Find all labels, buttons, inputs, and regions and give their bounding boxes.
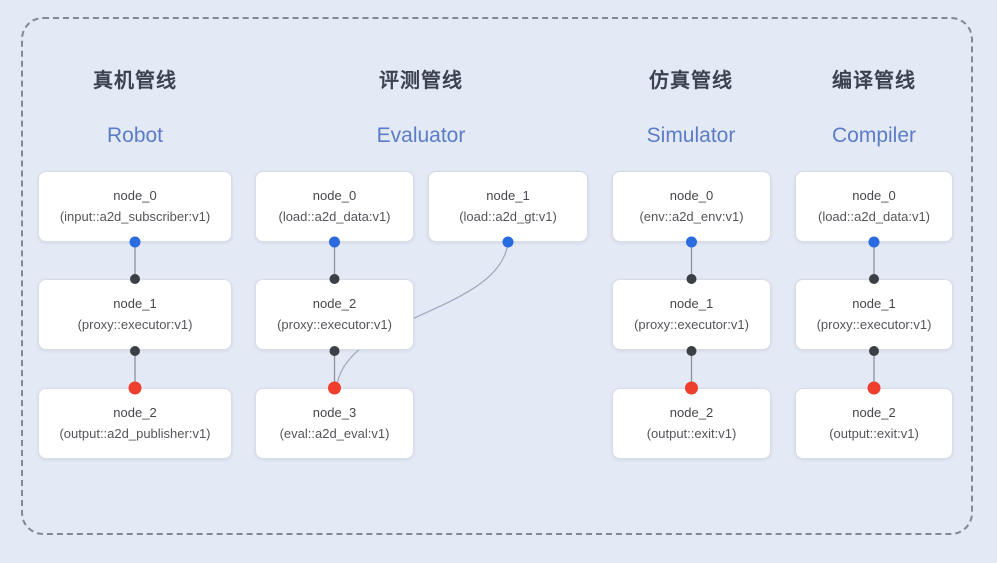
diagram-dashed-frame (21, 17, 973, 535)
node-type: (output::exit:v1) (646, 426, 737, 441)
node-card-robot-node2[interactable]: node_2 (output::a2d_publisher:v1) (38, 388, 232, 459)
node-type: (load::a2d_data:v1) (278, 209, 391, 224)
node-title: node_2 (312, 296, 357, 312)
node-title: node_3 (312, 405, 357, 421)
node-card-evaluator-node3[interactable]: node_3 (eval::a2d_eval:v1) (255, 388, 414, 459)
pipeline-title-zh-robot: 真机管线 (93, 70, 177, 92)
node-card-simulator-node2[interactable]: node_2 (output::exit:v1) (612, 388, 771, 459)
pipeline-title-en-compiler: Compiler (831, 124, 917, 147)
node-title: node_0 (852, 188, 896, 204)
node-type: (load::a2d_gt:v1) (459, 209, 557, 224)
node-card-evaluator-node1[interactable]: node_1 (load::a2d_gt:v1) (428, 171, 588, 242)
node-type: (load::a2d_data:v1) (817, 209, 931, 224)
node-title: node_0 (669, 188, 714, 204)
pipeline-title-en-robot: Robot (106, 124, 164, 147)
node-card-simulator-node1[interactable]: node_1 (proxy::executor:v1) (612, 279, 771, 350)
node-card-robot-node1[interactable]: node_1 (proxy::executor:v1) (38, 279, 232, 350)
node-card-evaluator-node2[interactable]: node_2 (proxy::executor:v1) (255, 279, 414, 350)
node-card-robot-node0[interactable]: node_0 (input::a2d_subscriber:v1) (38, 171, 232, 242)
pipeline-title-en-simulator: Simulator (646, 124, 736, 147)
node-card-compiler-node2[interactable]: node_2 (output::exit:v1) (795, 388, 953, 459)
node-type: (proxy::executor:v1) (77, 317, 193, 332)
node-title: node_0 (312, 188, 357, 204)
pipeline-title-zh-simulator: 仿真管线 (649, 70, 733, 92)
node-title: node_1 (486, 188, 530, 204)
node-title: node_1 (669, 296, 714, 312)
node-type: (input::a2d_subscriber:v1) (59, 209, 211, 224)
node-type: (output::exit:v1) (829, 426, 919, 441)
node-card-compiler-node1[interactable]: node_1 (proxy::executor:v1) (795, 279, 953, 350)
pipeline-title-en-evaluator: Evaluator (376, 124, 466, 147)
node-type: (proxy::executor:v1) (816, 317, 932, 332)
node-type: (env::a2d_env:v1) (639, 209, 744, 224)
node-title: node_0 (113, 188, 157, 204)
node-type: (proxy::executor:v1) (277, 317, 392, 332)
pipeline-title-zh-evaluator: 评测管线 (379, 70, 463, 92)
node-card-evaluator-node0[interactable]: node_0 (load::a2d_data:v1) (255, 171, 414, 242)
node-title: node_2 (669, 405, 714, 421)
node-title: node_2 (852, 405, 896, 421)
node-card-simulator-node0[interactable]: node_0 (env::a2d_env:v1) (612, 171, 771, 242)
node-type: (output::a2d_publisher:v1) (59, 426, 211, 441)
node-type: (proxy::executor:v1) (634, 317, 749, 332)
pipeline-title-zh-compiler: 编译管线 (832, 70, 916, 92)
node-title: node_2 (113, 405, 157, 421)
node-title: node_1 (852, 296, 896, 312)
node-card-compiler-node0[interactable]: node_0 (load::a2d_data:v1) (795, 171, 953, 242)
node-type: (eval::a2d_eval:v1) (279, 426, 390, 441)
node-title: node_1 (113, 296, 157, 312)
